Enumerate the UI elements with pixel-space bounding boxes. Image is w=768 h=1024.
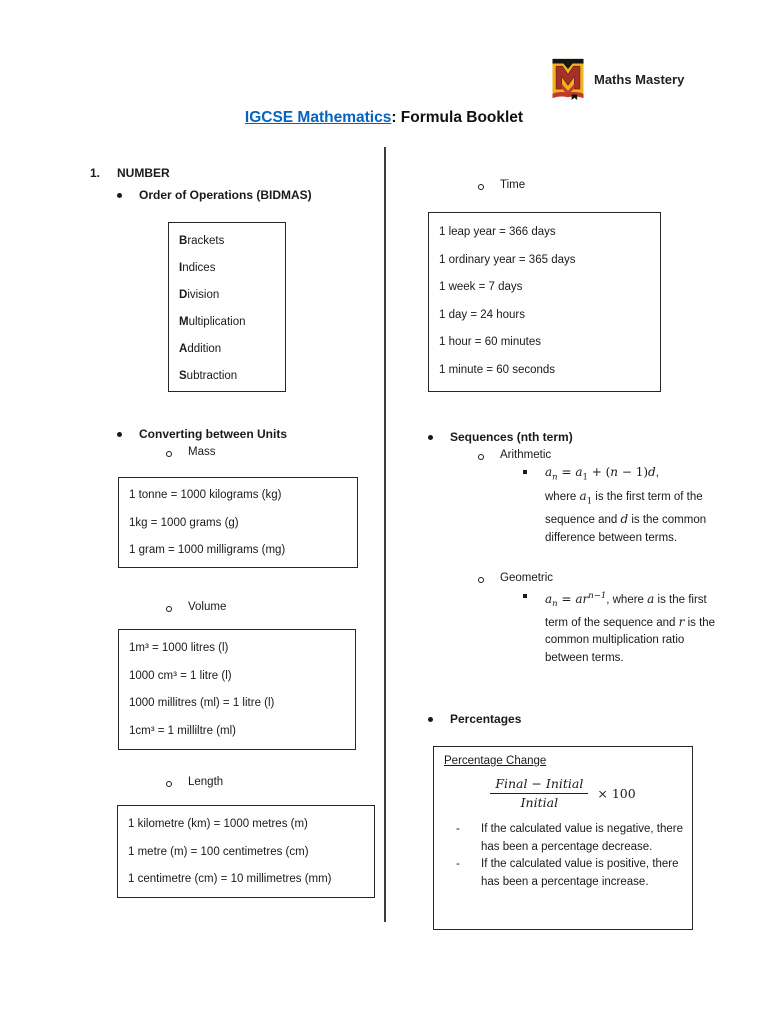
square-bullet-icon (523, 470, 527, 474)
circle-bullet-icon (166, 606, 172, 612)
percentages-heading: Percentages (428, 712, 521, 726)
fraction-multiplier: × 100 (597, 785, 636, 801)
conversion-line: 1000 millitres (ml) = 1 litre (l) (129, 697, 275, 709)
arithmetic-item: an = a1 + (n − 1)d, where a1 is the firs… (523, 464, 726, 547)
column-divider (384, 147, 386, 922)
volume-label: Volume (166, 601, 226, 613)
section-index: 1. (90, 166, 101, 180)
conversion-line: 1000 cm³ = 1 litre (l) (129, 669, 232, 682)
conversion-line: 1 hour = 60 minutes (439, 336, 541, 348)
percentage-change-box: Percentage Change Final − Initial Initia… (433, 746, 693, 930)
conversion-line: 1 metre (m) = 100 centimetres (cm) (128, 845, 309, 858)
arithmetic-description: where a1 is the first term of the sequen… (545, 489, 707, 544)
square-bullet-icon (523, 594, 527, 598)
percentage-note: - If the calculated value is positive, t… (456, 858, 679, 888)
geometric-item: an = arn−1, where a is the first term of… (523, 588, 726, 667)
circle-bullet-icon (478, 577, 484, 583)
bullet-icon (117, 193, 122, 198)
sequences-heading: Sequences (nth term) (428, 430, 573, 444)
conversion-line: 1kg = 1000 grams (g) (129, 516, 239, 529)
length-label: Length (166, 776, 223, 788)
title-rest: : Formula Booklet (391, 109, 524, 126)
conversion-line: 1 week = 7 days (439, 281, 523, 293)
bidmas-item: Multiplication (179, 316, 246, 328)
circle-bullet-icon (478, 454, 484, 460)
geometric-label: Geometric (478, 572, 553, 584)
conversion-line: 1 centimetre (cm) = 10 millimetres (mm) (128, 873, 332, 885)
conversion-line: 1 tonne = 1000 kilograms (kg) (129, 489, 282, 501)
conversion-line: 1 day = 24 hours (439, 308, 525, 321)
circle-bullet-icon (478, 184, 484, 190)
bidmas-item: Brackets (179, 235, 225, 247)
mass-label: Mass (166, 446, 215, 458)
fraction-numerator: Final − Initial (490, 776, 589, 794)
fraction-denominator: Initial (520, 795, 559, 810)
length-box: 1 kilometre (km) = 1000 metres (m) 1 met… (117, 805, 375, 898)
bullet-icon (117, 432, 122, 437)
conversion-line: 1m³ = 1000 litres (l) (129, 642, 229, 654)
section-number: 1. NUMBER (90, 166, 170, 180)
maths-mastery-logo-icon (552, 58, 584, 100)
percentage-change-formula: Final − Initial Initial × 100 (434, 776, 692, 810)
bidmas-heading: Order of Operations (BIDMAS) (117, 188, 312, 202)
volume-box: 1m³ = 1000 litres (l) 1000 cm³ = 1 litre… (118, 629, 356, 750)
title-link[interactable]: IGCSE Mathematics (244, 109, 392, 126)
bidmas-box: Brackets Indices Division Multiplication… (168, 222, 286, 392)
conversion-line: 1 minute = 60 seconds (439, 363, 556, 376)
arithmetic-label: Arithmetic (478, 449, 551, 461)
bidmas-item: Indices (179, 262, 216, 274)
brand-name: Maths Mastery (594, 71, 685, 87)
bullet-icon (428, 717, 433, 722)
dash-marker: - (456, 823, 460, 835)
time-box: 1 leap year = 366 days 1 ordinary year =… (428, 212, 661, 392)
bidmas-item: Division (179, 289, 220, 301)
conversion-line: 1 kilometre (km) = 1000 metres (m) (128, 818, 308, 830)
conversion-line: 1 leap year = 366 days (439, 226, 556, 238)
percentage-change-title: Percentage Change (444, 755, 547, 767)
bidmas-item: Addition (179, 343, 222, 355)
conversion-line: 1cm³ = 1 milliltre (ml) (129, 724, 237, 737)
dash-marker: - (456, 858, 460, 870)
conversion-line: 1 ordinary year = 365 days (439, 253, 576, 266)
percentage-note: - If the calculated value is negative, t… (456, 823, 684, 853)
logo: Maths Mastery (551, 58, 684, 100)
circle-bullet-icon (166, 781, 172, 787)
fraction: Final − Initial Initial (490, 776, 589, 810)
section-heading: NUMBER (117, 166, 170, 180)
bidmas-item: Subtraction (179, 370, 238, 382)
page-title: IGCSE Mathematics: Formula Booklet (0, 109, 768, 127)
circle-bullet-icon (166, 451, 172, 457)
arithmetic-formula: an = a1 + (n − 1)d, (545, 465, 659, 483)
mass-box: 1 tonne = 1000 kilograms (kg) 1kg = 1000… (118, 477, 358, 568)
time-label: Time (478, 179, 525, 191)
bullet-icon (428, 435, 433, 440)
geometric-formula-description: an = arn−1, where a is the first term of… (545, 591, 716, 664)
conversion-line: 1 gram = 1000 milligrams (mg) (129, 544, 286, 556)
units-heading: Converting between Units (117, 427, 287, 441)
